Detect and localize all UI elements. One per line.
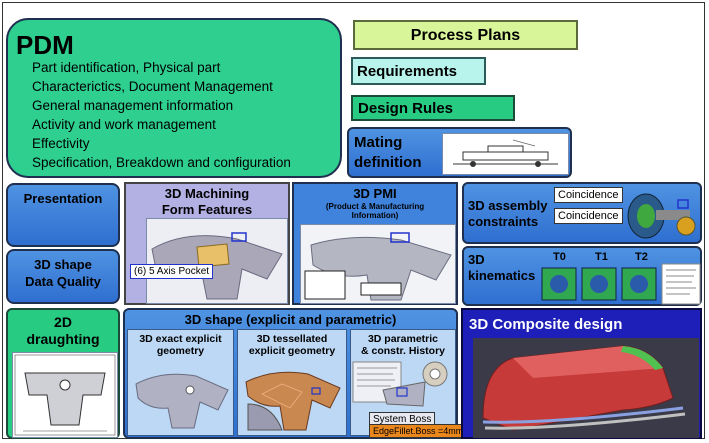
mating-definition-box: Mating definition — [347, 127, 572, 178]
machining-callout: (6) 5 Axis Pocket — [130, 264, 214, 279]
shape-quality-line: 3D shape — [34, 257, 92, 272]
pdm-item: Specification, Breakdown and configurati… — [32, 155, 291, 170]
kinematics-box: 3D kinematics T0 T1 T2 — [462, 246, 702, 306]
tessellated-geometry-box: 3D tessellated explicit geometry — [237, 329, 347, 436]
pmi-subtitle: (Product & Manufacturing Information) — [294, 202, 456, 220]
pmi-subtitle-line: (Product & Manufacturing — [325, 202, 425, 211]
pdm-title: PDM — [16, 30, 74, 60]
composite-design-box: 3D Composite design — [461, 308, 702, 439]
machining-line: Form Features — [161, 202, 253, 217]
exact-line: 3D exact explicit — [139, 333, 222, 345]
assembly-callout: Coincidence — [554, 187, 623, 203]
pdm-item: Effectivity — [32, 136, 90, 151]
composite-svg — [482, 345, 686, 431]
mating-drawing-svg — [453, 139, 558, 167]
exact-line: geometry — [156, 345, 205, 357]
kinematics-t1: T1 — [595, 251, 608, 263]
pmi-box: 3D PMI (Product & Manufacturing Informat… — [292, 182, 458, 305]
assembly-constraints-box: 3D assembly constraints Coincidence Coin… — [462, 182, 702, 244]
pmi-title: 3D PMI — [353, 186, 397, 201]
mating-drawing — [442, 133, 569, 175]
process-plans-label: Process Plans — [410, 27, 521, 44]
tess-line: 3D tessellated — [256, 333, 328, 345]
draughting-label: 2D draughting — [8, 314, 118, 348]
shape-data-quality-box: 3D shape Data Quality — [6, 249, 120, 304]
param-callout-fillet: EdgeFillet.Boss =4mm — [369, 424, 468, 438]
pmi-part-image — [300, 224, 456, 304]
requirements-label: Requirements — [357, 63, 458, 80]
pdm-box: PDM Part identification, Physical part C… — [6, 18, 342, 178]
kinematics-line: 3D — [468, 252, 485, 267]
pmi-part-svg — [304, 232, 452, 301]
composite-image — [473, 338, 699, 438]
shape-explicit-parametric-box: 3D shape (explicit and parametric) 3D ex… — [123, 308, 468, 439]
presentation-box: Presentation — [6, 183, 120, 247]
exact-geometry-svg — [135, 373, 229, 429]
kinematics-t0: T0 — [553, 251, 566, 263]
machining-part-svg — [151, 232, 283, 300]
machining-line: 3D Machining — [164, 186, 250, 201]
mating-label-line: Mating — [354, 134, 403, 151]
shape-explicit-parametric-title: 3D shape (explicit and parametric) — [184, 312, 397, 327]
param-line: & constr. History — [360, 345, 446, 357]
tessellated-geometry-label: 3D tessellated explicit geometry — [238, 333, 346, 357]
shape-data-quality-label: 3D shape Data Quality — [8, 256, 118, 290]
kinematics-t2: T2 — [635, 251, 648, 263]
pdm-item: Characterictics, Document Management — [32, 79, 273, 94]
draughting-svg — [14, 354, 116, 436]
parametric-history-svg — [352, 361, 448, 407]
pmi-subtitle-line: Information) — [351, 211, 399, 220]
assembly-line: constraints — [468, 214, 539, 229]
pdm-item: General management information — [32, 98, 234, 113]
shape-quality-line: Data Quality — [25, 274, 101, 289]
composite-design-label: 3D Composite design — [469, 316, 623, 333]
process-plans-box: Process Plans — [353, 20, 578, 50]
assembly-part-svg — [627, 193, 696, 239]
pdm-item: Part identification, Physical part — [32, 60, 221, 75]
mating-label-line: definition — [354, 154, 422, 171]
assembly-callout: Coincidence — [554, 208, 623, 224]
assembly-part-image — [616, 186, 700, 242]
design-rules-label: Design Rules — [358, 100, 454, 117]
assembly-constraints-label: 3D assembly constraints — [468, 198, 548, 230]
machining-features-box: 3D Machining Form Features (6) 5 Axis Po… — [124, 182, 290, 305]
tessellated-geometry-svg — [245, 371, 341, 431]
draughting-line: 2D — [54, 314, 72, 330]
requirements-box: Requirements — [351, 57, 486, 85]
exact-geometry-box: 3D exact explicit geometry — [127, 329, 234, 436]
parametric-history-label: 3D parametric & constr. History — [351, 333, 455, 357]
exact-geometry-label: 3D exact explicit geometry — [128, 333, 233, 357]
draughting-box: 2D draughting — [6, 308, 120, 439]
kinematics-svg — [541, 263, 701, 305]
draughting-line: draughting — [26, 331, 100, 347]
kinematics-label: 3D kinematics — [468, 252, 535, 284]
pdm-item-list: Part identification, Physical part Chara… — [32, 58, 291, 172]
parametric-history-box: 3D parametric & constr. History System B… — [350, 329, 468, 438]
kinematics-images — [536, 263, 702, 305]
param-line: 3D parametric — [367, 333, 439, 345]
machining-part-image — [146, 218, 288, 304]
pdm-item: Activity and work management — [32, 117, 216, 132]
kinematics-line: kinematics — [468, 268, 536, 283]
assembly-line: 3D assembly — [468, 198, 548, 213]
tess-line: explicit geometry — [248, 345, 336, 357]
design-rules-box: Design Rules — [351, 95, 515, 121]
draughting-image — [12, 352, 118, 438]
presentation-label: Presentation — [23, 191, 103, 206]
mating-definition-label: Mating definition — [354, 133, 422, 173]
machining-features-label: 3D Machining Form Features — [126, 186, 288, 218]
